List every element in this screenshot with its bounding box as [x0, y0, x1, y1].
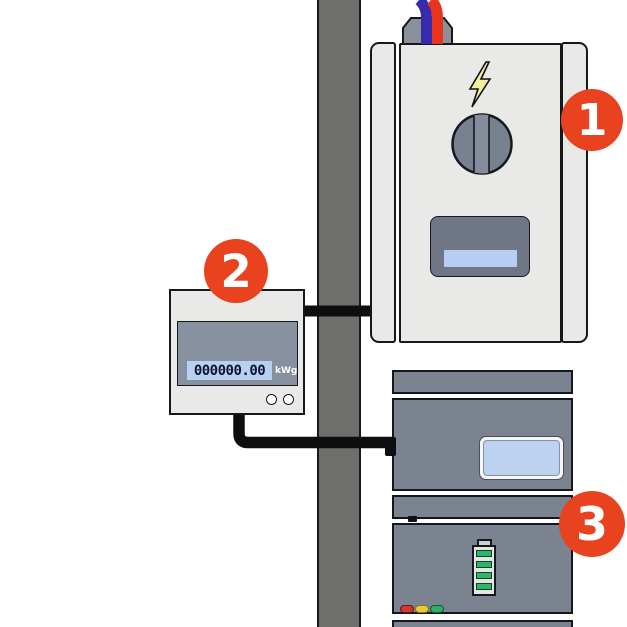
main-unit-display-bezel — [430, 216, 530, 277]
battery-unit-screen-module — [392, 398, 573, 491]
mount-screw — [408, 516, 417, 522]
meter-indicator-light-right — [283, 394, 294, 405]
cable-connector-nub — [385, 437, 396, 456]
step-badge-2: 2 — [204, 239, 268, 303]
battery-unit-battery-module — [392, 523, 573, 614]
status-light-red-icon — [400, 605, 414, 613]
battery-segment — [476, 572, 492, 579]
step-badge-1: 1 — [561, 89, 623, 151]
meter-unit-label: kWg — [275, 366, 298, 376]
main-unit-body — [399, 43, 562, 343]
meter-indicator-light-left — [266, 394, 277, 405]
main-unit-left-panel — [370, 42, 396, 343]
battery-segment — [476, 583, 492, 590]
battery-unit-screen-frame — [479, 436, 564, 480]
utility-pole — [317, 0, 361, 627]
battery-unit-middle-bar — [392, 495, 573, 519]
main-unit-right-panel — [561, 42, 588, 343]
meter-reading: 000000.00 — [187, 361, 272, 380]
status-light-yellow-icon — [415, 605, 429, 613]
energy-meter: 000000.00 kWg — [169, 289, 305, 415]
battery-unit-top-bar — [392, 370, 573, 394]
battery-unit-screen — [483, 440, 560, 476]
main-unit-display-screen — [444, 250, 517, 267]
wire-blue-icon — [415, 0, 432, 44]
battery-segment — [476, 550, 492, 557]
battery-unit-bottom-bar — [392, 620, 573, 627]
battery-segment — [476, 561, 492, 568]
cable-gland-icon — [402, 17, 453, 45]
step-badge-3: 3 — [559, 491, 625, 557]
status-light-green-icon — [430, 605, 444, 613]
battery-gauge-icon — [472, 545, 496, 596]
wire-red-icon — [427, 0, 443, 44]
meter-display-panel: 000000.00 kWg — [177, 321, 298, 386]
